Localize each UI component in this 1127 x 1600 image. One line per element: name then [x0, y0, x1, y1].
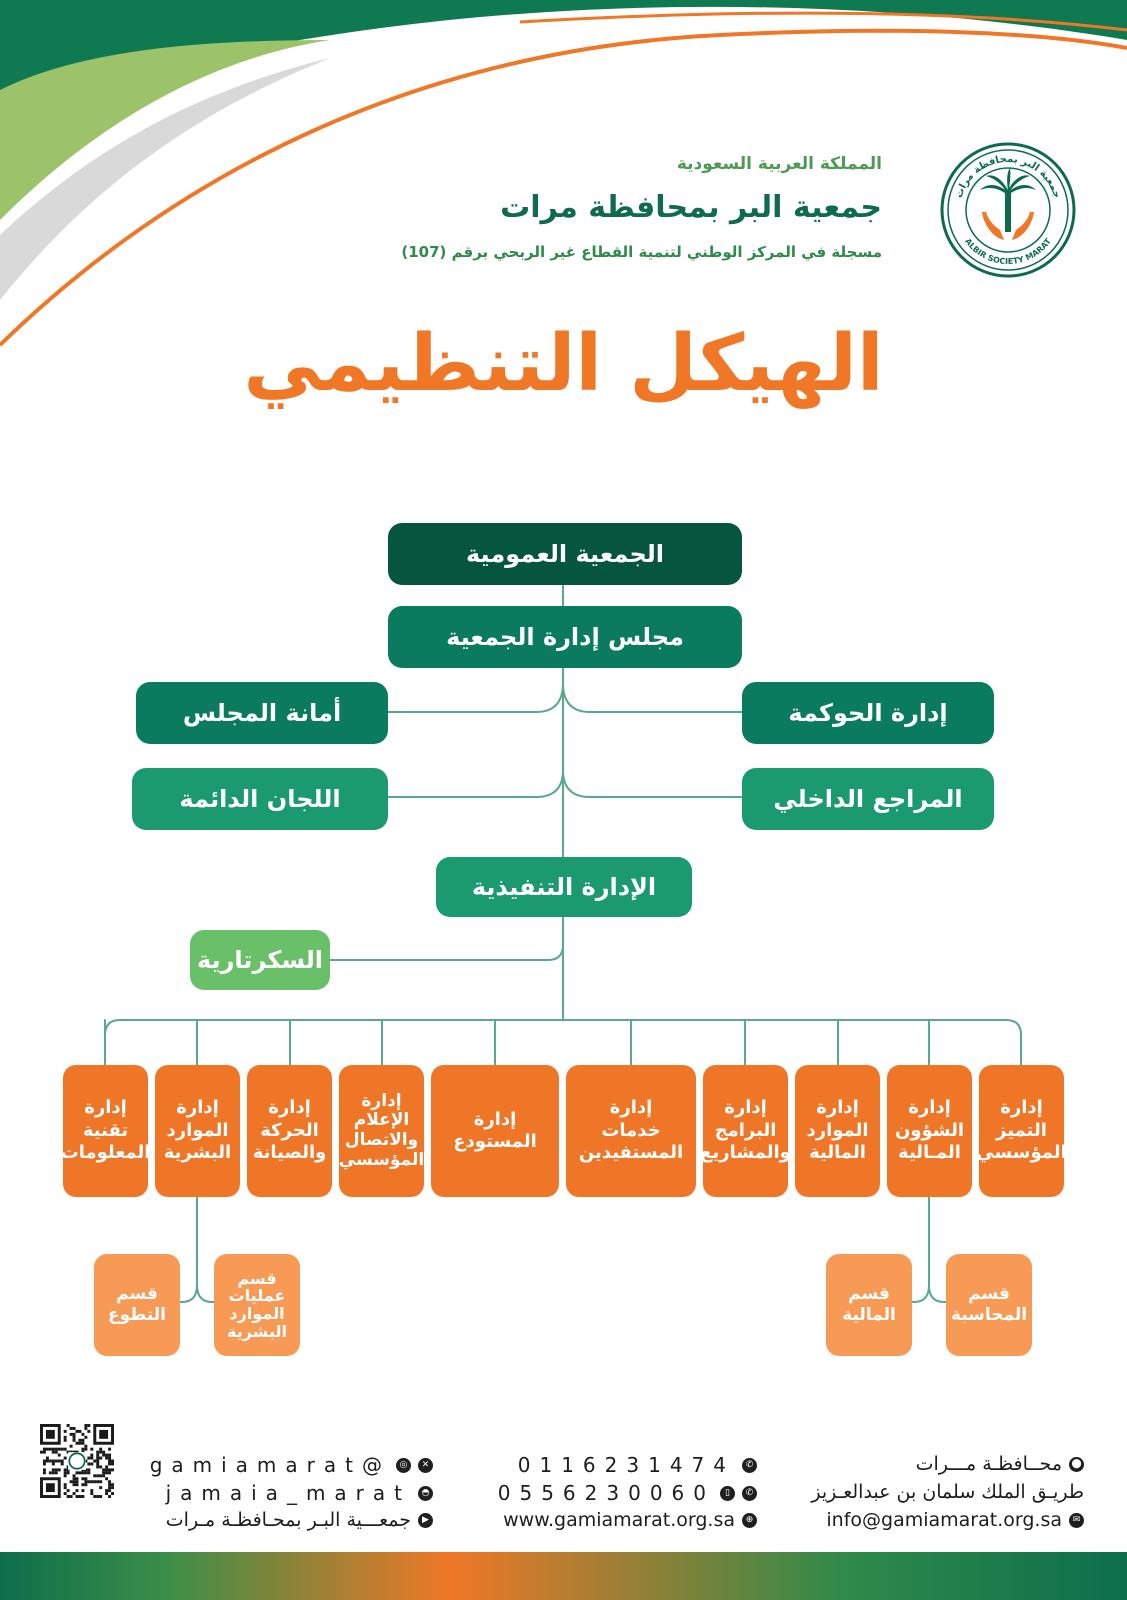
email-icon: ✉: [1069, 1512, 1084, 1528]
hr-branch: [179, 1196, 215, 1303]
globe-icon: ⊕: [742, 1512, 757, 1528]
wave-orange-line: [0, 28, 1127, 347]
registration-text: مسجلة في المركز الوطني لتنمية القطاع غير…: [401, 243, 882, 261]
node-standing-committees[interactable]: اللجان الدائمة: [132, 768, 388, 830]
wave-orange-line-top: [519, 11, 1127, 32]
hands-icon: [982, 212, 1034, 240]
branch-committees: [385, 769, 564, 798]
wave-light-green: [0, 40, 330, 220]
footer-website[interactable]: ⊕ www.gamiamarat.org.sa: [503, 1509, 757, 1531]
node-executive[interactable]: الإدارة التنفيذية: [436, 857, 692, 917]
node-board[interactable]: مجلس إدارة الجمعية: [388, 606, 742, 668]
page-title: الهيكل التنظيمي: [243, 319, 884, 409]
node-board-secretariat[interactable]: أمانة المجلس: [136, 682, 388, 744]
footer-phone[interactable]: ✆ 0116231474: [518, 1453, 757, 1477]
footer-handle-x[interactable]: ✕ ◎ @gamiamarat: [150, 1453, 433, 1477]
footer-handle-snap[interactable]: ◓ jamaia_marat: [166, 1481, 433, 1505]
header-waves: [0, 0, 1127, 347]
country-name: المملكة العربية السعودية: [676, 154, 882, 174]
footer-address: طريـق الملك سلمان بن عبدالعـزيز: [811, 1481, 1084, 1503]
footer-youtube[interactable]: ▶ جمعـــية البـر بمحـافظـة مـرات: [166, 1509, 433, 1531]
footer-location: ⬤ محــافظـة مـــرات: [916, 1453, 1084, 1475]
instagram-icon: ◎: [396, 1457, 411, 1473]
footer-bar: [0, 1552, 1127, 1600]
branch-governance: [562, 682, 743, 713]
branch-board-secretariat: [385, 682, 564, 713]
dept-bus: [104, 1019, 1022, 1066]
branch-audit: [562, 769, 743, 798]
node-governance[interactable]: إدارة الحوكمة: [742, 682, 994, 744]
finance-branch: [911, 1196, 947, 1303]
x-icon: ✕: [418, 1457, 433, 1473]
wave-dark-green: [0, 0, 1127, 160]
youtube-icon: ▶: [418, 1512, 433, 1528]
mobile-icon: ▯: [720, 1485, 735, 1501]
node-secretariat[interactable]: السكرتارية: [190, 930, 330, 990]
node-internal-audit[interactable]: المراجع الداخلي: [742, 768, 994, 830]
phone-icon: ✆: [742, 1457, 757, 1473]
node-general-assembly[interactable]: الجمعية العمومية: [388, 523, 742, 585]
location-pin-icon: ⬤: [1069, 1456, 1084, 1472]
footer-mobile[interactable]: ✆ ▯ 0556230060: [498, 1481, 757, 1505]
organization-name: جمعية البر بمحافظة مرات: [500, 190, 882, 225]
footer-email[interactable]: ✉ info@gamiamarat.org.sa: [826, 1509, 1084, 1531]
snapchat-icon: ◓: [418, 1485, 433, 1501]
branch-secretariat: [329, 944, 564, 961]
whatsapp-icon: ✆: [742, 1485, 757, 1501]
qr-code[interactable]: [40, 1424, 114, 1498]
organization-logo: جمعية البر بمحافظة مرات ALBIR SOCIETY MA…: [940, 142, 1076, 278]
palm-icon: [980, 168, 1036, 232]
